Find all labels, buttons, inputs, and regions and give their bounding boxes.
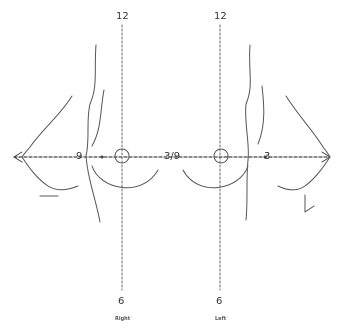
label-9: 9: [76, 151, 83, 162]
right-breast-lower-curve: [182, 165, 249, 189]
label-12-left-breast: 12: [214, 11, 227, 22]
right-inner-outline: [257, 85, 265, 145]
label-12-right-breast: 12: [116, 11, 129, 22]
right-profile-lower-line: [304, 194, 315, 213]
right-nipple-circle: [213, 148, 229, 164]
left-chest-outline: [85, 44, 101, 223]
side-label-left: Left: [215, 316, 227, 322]
horizontal-marker-right: [263, 155, 267, 159]
label-3-9: 3/9: [164, 151, 181, 162]
horizontal-marker-left: [100, 155, 104, 159]
left-nipple-circle: [114, 148, 130, 164]
label-3: 3: [264, 151, 271, 162]
left-breast-lower-curve: [91, 165, 159, 189]
side-label-right: Right: [115, 316, 131, 322]
right-chest-outline: [245, 44, 251, 221]
left-axis-arrow: [13, 151, 23, 163]
label-6-right-breast: 6: [118, 296, 125, 307]
left-inner-outline: [91, 89, 105, 147]
label-6-left-breast: 6: [216, 296, 223, 307]
left-breast-profile: [21, 95, 79, 191]
right-breast-profile: [277, 95, 331, 191]
